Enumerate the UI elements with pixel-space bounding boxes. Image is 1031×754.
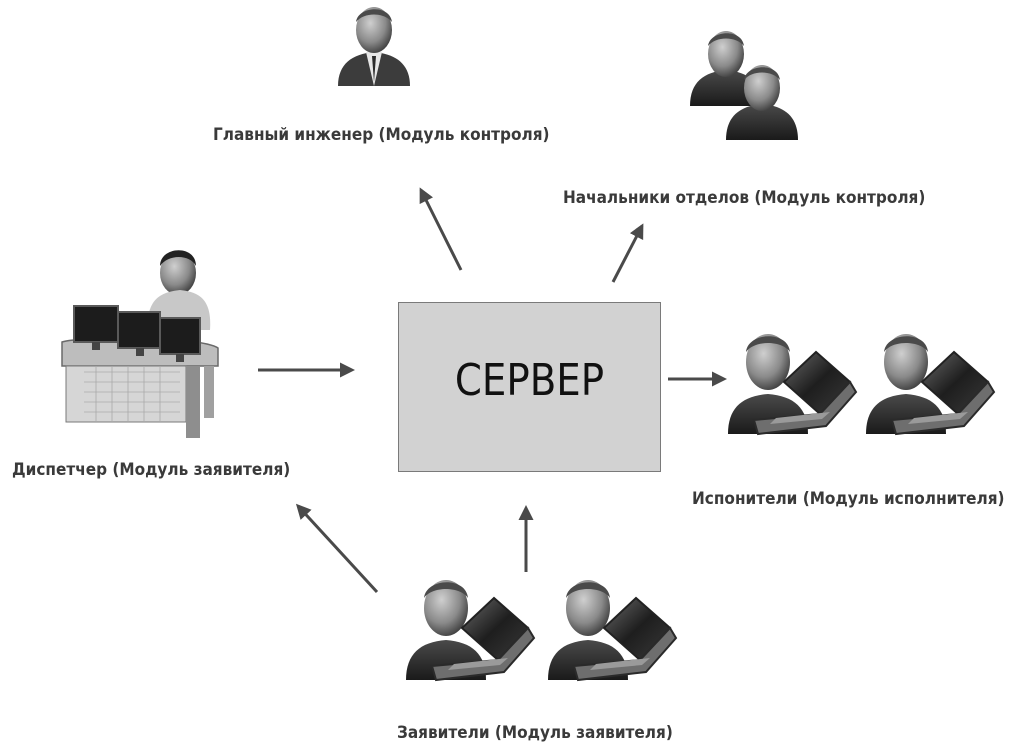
server-label: СЕРВЕР [454, 355, 605, 406]
applicants-label: Заявители (Модуль заявителя) [397, 723, 673, 743]
arrow-from-applicants-to-dispatcher [295, 503, 379, 594]
department-heads-icon [690, 31, 798, 140]
dispatcher-label: Диспетчер (Модуль заявителя) [12, 460, 291, 480]
dispatcher-workstation-icon [61, 250, 219, 438]
department-heads-label: Начальники отделов (Модуль контроля) [563, 188, 926, 208]
arrow-to-chief-engineer [419, 187, 463, 271]
server-box: СЕРВЕР [398, 302, 661, 472]
executors-icon [727, 333, 995, 435]
executors-label: Испонители (Модуль исполнителя) [692, 489, 1005, 509]
arrow-to-department-heads [611, 223, 644, 283]
applicants-icon [405, 579, 677, 681]
chief-engineer-label: Главный инженер (Модуль контроля) [213, 125, 550, 145]
chief-engineer-icon [338, 7, 410, 86]
